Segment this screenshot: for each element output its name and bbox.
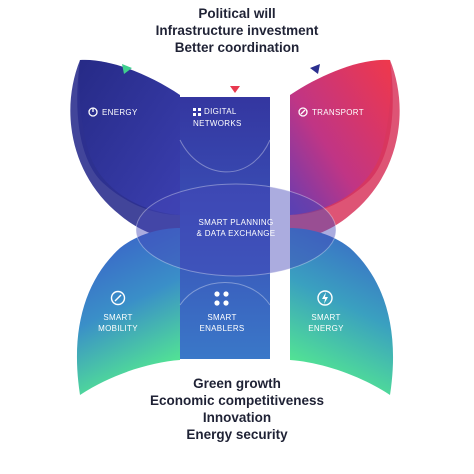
- heading-innovation: Innovation: [202, 410, 272, 425]
- smart-planning-ellipse: [135, 183, 337, 277]
- heading-better-coordination: Better coordination: [174, 40, 300, 55]
- heading-political-will: Political will: [198, 6, 276, 21]
- power-icon: [88, 107, 98, 117]
- nodes-icon: [214, 291, 229, 306]
- energy-label: ENERGY: [102, 108, 138, 117]
- smart-energy-label-1: SMART: [311, 313, 341, 322]
- smart-planning-label-1: SMART PLANNING: [198, 218, 274, 227]
- transport-label: TRANSPORT: [312, 108, 364, 117]
- navy-triangle-icon: [310, 64, 320, 74]
- digital-networks-label-1: DIGITAL: [204, 107, 237, 116]
- heading-economic-competitiveness: Economic competitiveness: [149, 393, 325, 408]
- energy-segment-inner: [70, 60, 180, 240]
- bottom-headings: Green growth Economic competitiveness In…: [0, 375, 474, 443]
- top-headings: Political will Infrastructure investment…: [0, 5, 474, 56]
- smart-energy-segment: [290, 228, 394, 395]
- digital-networks-label-2: NETWORKS: [193, 119, 242, 128]
- red-triangle-icon: [230, 86, 240, 93]
- transport-icon: [298, 107, 308, 117]
- top-arc: [179, 139, 271, 173]
- smart-enablers-label-2: ENABLERS: [199, 324, 245, 333]
- smart-planning-label-2: & DATA EXCHANGE: [196, 229, 276, 238]
- transport-segment: [290, 59, 393, 215]
- transport-segment-inner: [290, 60, 400, 240]
- green-triangle-icon: [122, 64, 132, 74]
- energy-segment: [77, 59, 180, 215]
- compass-icon: [110, 290, 126, 306]
- smart-energy-label-2: ENERGY: [308, 324, 344, 333]
- smart-mobility-label-2: MOBILITY: [98, 324, 138, 333]
- smart-enablers-label-1: SMART: [207, 313, 237, 322]
- grid-dots-icon: [193, 108, 201, 116]
- digital-networks-column: [180, 97, 270, 359]
- bottom-arc: [179, 282, 271, 306]
- bolt-icon: [317, 290, 333, 306]
- smart-mobility-label-1: SMART: [103, 313, 133, 322]
- heading-green-growth: Green growth: [193, 376, 281, 391]
- heading-infrastructure-investment: Infrastructure investment: [155, 23, 319, 38]
- heading-energy-security: Energy security: [186, 427, 288, 442]
- smart-mobility-segment: [76, 228, 180, 395]
